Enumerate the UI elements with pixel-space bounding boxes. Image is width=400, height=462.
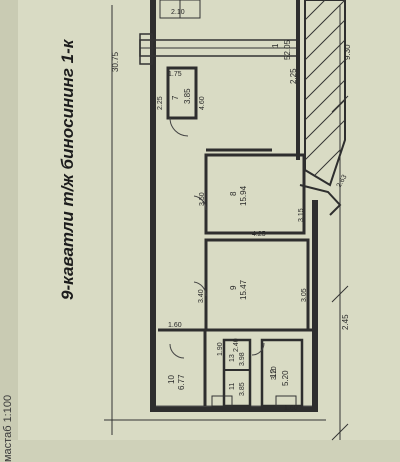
dim-stair-gap: 1.75	[168, 71, 182, 78]
room9-door-swing	[193, 281, 207, 297]
porch-outline	[299, 184, 342, 216]
dimension-tick	[331, 285, 349, 303]
room7-walls	[166, 66, 198, 120]
dim-corridor: 4.60	[199, 96, 206, 110]
room-area: 15.47	[239, 279, 248, 300]
room-area: 3.85	[239, 382, 246, 396]
room-area: 6.77	[177, 374, 186, 390]
dim-bay-3: 3.15	[298, 208, 305, 222]
dim-room13-depth: 2.40	[233, 338, 240, 352]
dim-right-bottom: 2.45	[341, 314, 350, 330]
room-12: 12 5.20	[269, 369, 290, 386]
dim-room13-width: 1.90	[217, 342, 224, 356]
room-number: 12	[269, 369, 278, 378]
room-number: 10	[167, 375, 176, 384]
room-number: 1	[271, 43, 280, 48]
room-area: 3.85	[183, 88, 192, 104]
hatched-zone	[304, 0, 346, 176]
room-number: 9	[229, 285, 238, 290]
window-mark	[211, 395, 233, 407]
dim-room12-bottom: 1.60	[284, 405, 298, 412]
dim-room10-depth: 1.60	[168, 322, 182, 329]
dim-left-length: 30.75	[111, 51, 120, 72]
dim-bay-1: 3.40	[198, 289, 205, 303]
room11-13-walls	[222, 338, 252, 408]
dim-bay-2: 3.05	[301, 288, 308, 302]
dim-bay-5: 3.10	[271, 366, 278, 380]
page-shadow-bottom	[0, 440, 400, 462]
room-number: 7	[171, 95, 180, 100]
dimension-tick	[331, 423, 349, 441]
outer-wall-right	[312, 200, 318, 412]
room-area: 3.98	[239, 352, 246, 366]
room10-door-swing	[169, 343, 185, 359]
page-shadow-left	[0, 0, 18, 462]
outer-wall-bottom	[150, 406, 318, 412]
room-number: 8	[229, 191, 238, 196]
room-9: 9 15.47	[229, 279, 248, 300]
dim-bay-4: 3.50	[199, 192, 206, 206]
plan-title: 9-каватли т/ж биносининг 1-к	[58, 39, 77, 300]
room-1: 1 52.05	[271, 39, 292, 60]
room-13: 13 3.98	[229, 352, 246, 366]
dim-right-top: 9.30	[343, 44, 352, 60]
room-10: 10 6.77	[167, 374, 186, 390]
page-edge-text: мастаб 1:100	[2, 394, 14, 462]
dim-stair: 2.10	[171, 9, 185, 16]
hatched-zone-outline	[304, 0, 346, 187]
room-area: 5.20	[281, 370, 290, 386]
room8-walls	[204, 153, 306, 235]
dim-room8-span: 4.25	[252, 231, 266, 238]
room8-door-swing	[193, 195, 207, 211]
room-number: 11	[229, 383, 236, 390]
room-7: 7 3.85	[171, 88, 192, 104]
room-8: 8 15.94	[229, 185, 248, 206]
room-area: 52.05	[283, 39, 292, 60]
room12-door-swing	[251, 342, 265, 356]
room-area: 15.94	[239, 185, 248, 206]
dim-right-mid: 2.25	[289, 68, 298, 84]
room7-door-swing	[169, 117, 189, 137]
window-mark	[275, 395, 297, 407]
dim-shaft-width: 2.25	[157, 96, 164, 110]
room-11: 11 3.85	[229, 382, 246, 396]
outer-wall-left	[150, 0, 156, 412]
room-number: 13	[229, 354, 236, 362]
